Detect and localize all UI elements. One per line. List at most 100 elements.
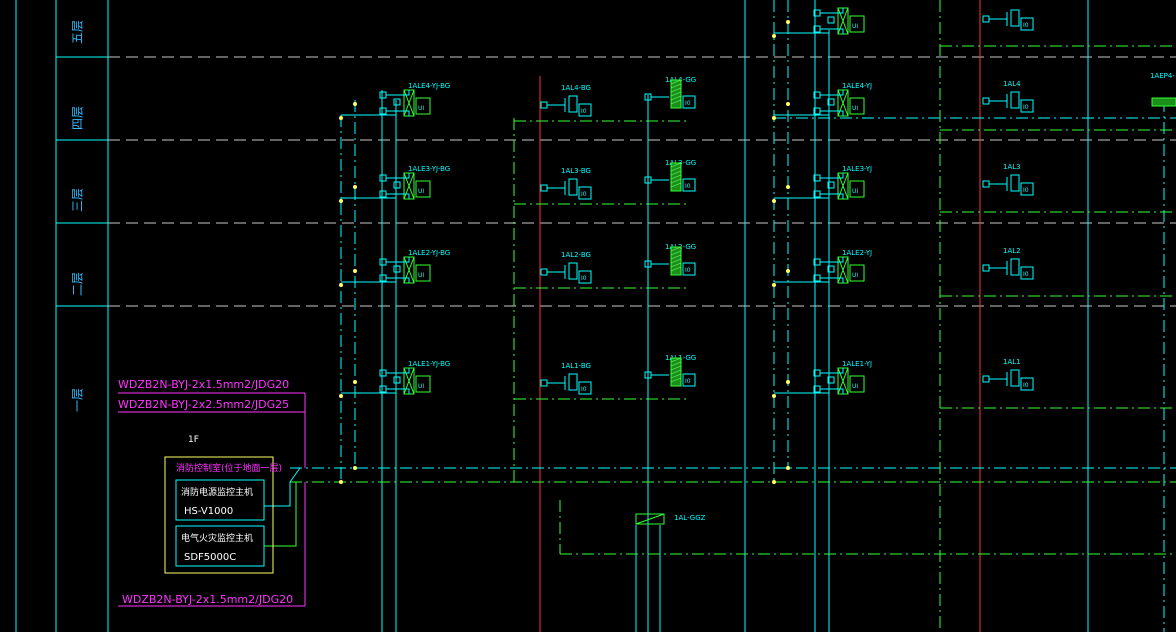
unit-frame xyxy=(568,178,578,196)
unit-box xyxy=(415,375,431,393)
unit-label: UI xyxy=(418,272,424,279)
junction-dot xyxy=(339,480,343,484)
wire xyxy=(386,110,410,116)
unit-box xyxy=(1020,266,1034,280)
host-device-name: 电气火灾监控主机 xyxy=(181,532,253,544)
hatch-line xyxy=(670,87,682,93)
host-device-model: HS-V1000 xyxy=(184,506,233,517)
hatch-line xyxy=(670,182,682,188)
wire xyxy=(386,368,410,374)
unit-label: UI xyxy=(852,188,858,195)
unit-box xyxy=(849,97,865,115)
unit-frame xyxy=(1010,9,1020,27)
unit-box xyxy=(415,180,431,198)
junction-dot xyxy=(339,116,343,120)
junction-dot xyxy=(772,283,776,287)
unit-box xyxy=(1020,17,1034,31)
breaker-device-f2: 1ALE2-YJ-BG UI xyxy=(379,249,450,284)
unit-frame xyxy=(1010,369,1020,387)
unit-box xyxy=(849,15,865,33)
wire xyxy=(820,257,844,263)
edge-device-tag: 1AEP4- xyxy=(1150,72,1175,80)
ggz-tag: 1AL-GGZ xyxy=(674,514,706,522)
junction-dot xyxy=(772,34,776,38)
unit-label: UI xyxy=(852,23,858,30)
wire xyxy=(820,110,844,116)
unit-box xyxy=(682,178,696,192)
device-tag: 1ALE2-YJ xyxy=(842,249,872,257)
unit-box xyxy=(849,180,865,198)
wire xyxy=(820,8,844,14)
unit-frame xyxy=(568,262,578,280)
unit-label: I0 xyxy=(685,267,691,274)
wire xyxy=(820,173,844,179)
lighting-device-right-f5: I0 xyxy=(982,9,1034,31)
device-tag: 1AL4-BG xyxy=(561,84,591,92)
junction-dot xyxy=(786,466,790,470)
unit-frame xyxy=(1010,258,1020,276)
ggz-panel-diag xyxy=(635,513,665,525)
unit-box xyxy=(682,373,696,387)
control-room: 1F消防控制室(位于地面一层)消防电源监控主机HS-V1000电气火灾监控主机S… xyxy=(164,435,282,574)
hatch-line xyxy=(670,99,682,105)
hatch-line xyxy=(670,91,682,97)
hatch-line xyxy=(670,246,682,252)
unit-box xyxy=(578,103,592,117)
wire xyxy=(820,193,844,199)
unit-box xyxy=(682,95,696,109)
junction-dot xyxy=(772,394,776,398)
host-link xyxy=(264,467,301,507)
unit-label: I0 xyxy=(581,108,587,115)
unit-label: I0 xyxy=(581,275,587,282)
hatch-line xyxy=(670,266,682,272)
edge-device-box xyxy=(1151,97,1176,107)
device-tag: 1AL2 xyxy=(1003,247,1021,255)
breaker-cross xyxy=(837,89,849,117)
metered-device-f3: 1AL3-GGI0 xyxy=(644,159,696,192)
device-tag: 1ALE4-YJ xyxy=(842,82,872,90)
hatch-line xyxy=(670,170,682,176)
junction-dot xyxy=(772,199,776,203)
breaker-cross xyxy=(837,7,849,35)
unit-label: I0 xyxy=(685,378,691,385)
hatch-line xyxy=(670,369,682,375)
hatch-line xyxy=(670,357,682,363)
wire xyxy=(820,90,844,96)
floor-label-f2: 二层 xyxy=(71,272,85,296)
hatch-line xyxy=(670,166,682,172)
unit-box xyxy=(415,97,431,115)
host-device-box xyxy=(175,479,265,521)
device-tag: 1ALE2-YJ-BG xyxy=(408,249,450,257)
wire xyxy=(386,90,410,96)
port-square xyxy=(393,98,401,106)
host-device-name: 消防电源监控主机 xyxy=(181,486,253,498)
unit-box xyxy=(1020,99,1034,113)
floor-label-f3: 三层 xyxy=(71,188,85,212)
junction-dot xyxy=(353,380,357,384)
hatch-line xyxy=(670,365,682,371)
wire xyxy=(820,277,844,283)
wire xyxy=(386,193,410,199)
unit-label: I0 xyxy=(581,386,587,393)
unit-frame xyxy=(568,95,578,113)
unit-box xyxy=(1020,377,1034,391)
control-room-frame xyxy=(164,456,274,574)
port-square xyxy=(827,265,835,273)
control-room-title: 消防控制室(位于地面一层) xyxy=(176,462,282,474)
metered-device-f1: 1AL1-GGI0 xyxy=(644,354,696,387)
hatch-line xyxy=(670,178,682,184)
floor-label-f5: 五层 xyxy=(71,20,85,44)
breaker-cross xyxy=(837,172,849,200)
ggz-panel xyxy=(635,513,665,525)
unit-label: I0 xyxy=(685,183,691,190)
